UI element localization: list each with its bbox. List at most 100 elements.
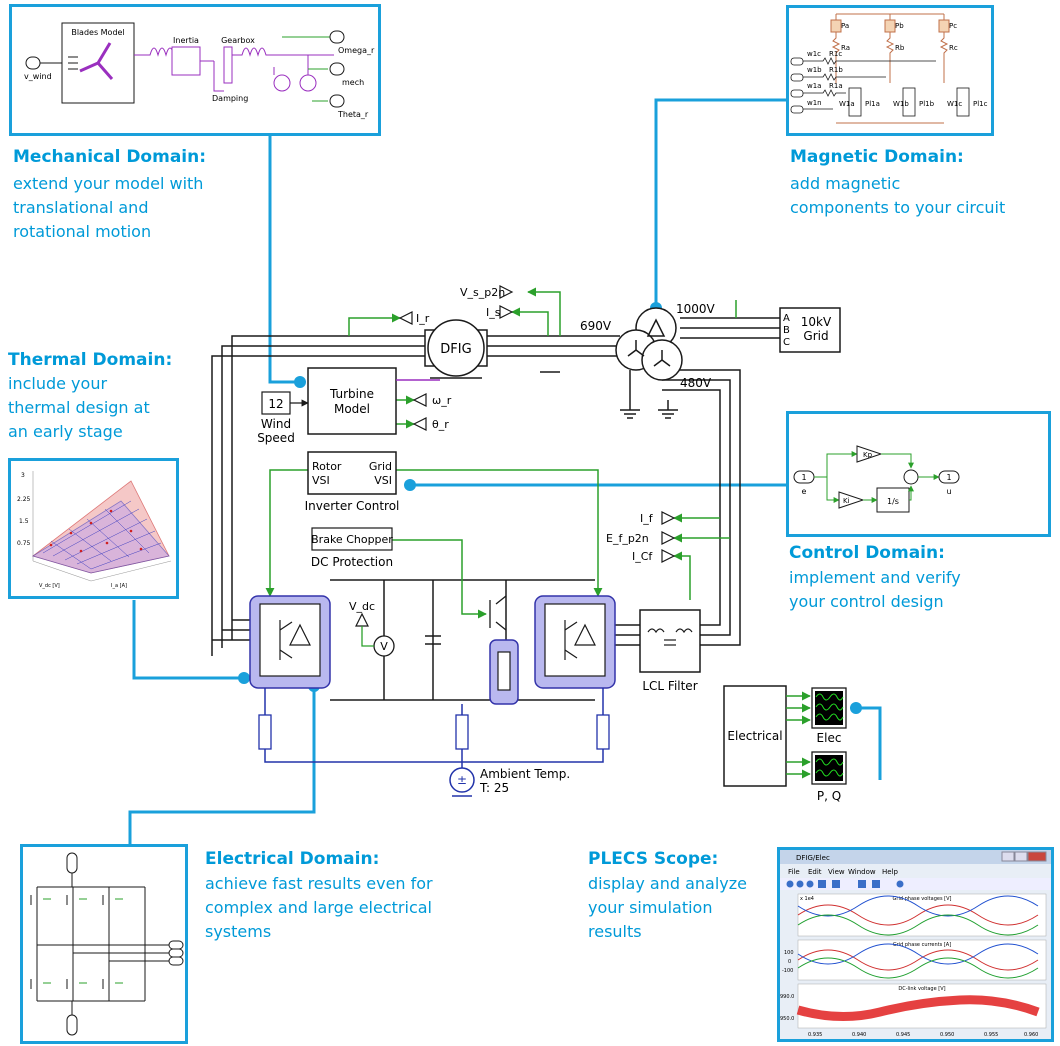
svg-text:θ_r: θ_r	[432, 418, 449, 431]
svg-text:V: V	[380, 640, 388, 653]
pi-controller-schematic: 1 e Kp Ki 1/s 1 u	[793, 445, 960, 513]
lcl-filter: LCL Filter	[639, 609, 701, 693]
thermal-network: ± Ambient Temp. T: 25	[258, 688, 610, 797]
magnetic-connector	[654, 98, 789, 308]
voltage-480-label: 480V	[680, 376, 712, 390]
svg-text:Blades Model: Blades Model	[71, 28, 124, 37]
svg-text:R1c: R1c	[829, 50, 842, 58]
rotor-vsi	[249, 595, 331, 689]
svg-text:12: 12	[268, 397, 283, 411]
svg-text:0.935: 0.935	[808, 1032, 822, 1038]
svg-text:Pl1c: Pl1c	[973, 100, 988, 108]
svg-text:0.75: 0.75	[17, 540, 31, 547]
magnetic-model-schematic: Pa Pb Pc Ra Rb Rc w1c w1b w1a w1n R1c R1…	[790, 13, 988, 124]
three-phase-buses	[211, 317, 780, 701]
svg-text:1: 1	[801, 473, 806, 482]
magnetic-domain-title: Magnetic Domain:	[790, 147, 964, 167]
grid-vsi	[534, 595, 616, 689]
svg-text:Gearbox: Gearbox	[221, 36, 255, 45]
svg-text:DC Protection: DC Protection	[311, 555, 393, 569]
voltage-690-label: 690V	[580, 319, 612, 333]
svg-text:V_dc: V_dc	[349, 600, 375, 613]
svg-text:V_dc [V]: V_dc [V]	[39, 583, 60, 589]
svg-text:0.960: 0.960	[1024, 1032, 1038, 1038]
svg-text:w1n: w1n	[807, 99, 822, 107]
svg-text:Pc: Pc	[949, 22, 957, 30]
domain-connectors	[128, 98, 882, 845]
svg-text:Speed: Speed	[257, 431, 295, 445]
svg-text:Rotor: Rotor	[312, 460, 342, 473]
svg-text:Pa: Pa	[841, 22, 849, 30]
svg-text:Grid: Grid	[369, 460, 392, 473]
svg-text:±: ±	[457, 773, 467, 787]
svg-text:990.0: 990.0	[780, 994, 794, 1000]
svg-text:I_f: I_f	[640, 512, 654, 525]
svg-text:3: 3	[21, 472, 25, 479]
scope-pq[interactable]: P, Q	[811, 751, 847, 803]
svg-text:Edit: Edit	[808, 868, 822, 876]
svg-text:w1c: w1c	[807, 50, 821, 58]
magnetic-domain-description: add magnetic components to your circuit	[790, 174, 1006, 217]
svg-text:Rc: Rc	[949, 44, 958, 52]
svg-text:Brake Chopper: Brake Chopper	[311, 533, 393, 546]
svg-text:R1a: R1a	[829, 82, 843, 90]
svg-text:LCL Filter: LCL Filter	[642, 679, 697, 693]
svg-text:w1a: w1a	[807, 82, 821, 90]
svg-text:Ambient Temp.: Ambient Temp.	[480, 767, 570, 781]
thermal-loss-surface-plot: 3 2.25 1.5 0.75 V_dc [V] I_a [A]	[17, 471, 172, 589]
svg-text:C: C	[783, 337, 790, 348]
svg-text:R1b: R1b	[829, 66, 843, 74]
svg-text:Help: Help	[882, 868, 899, 876]
svg-text:mech: mech	[342, 78, 364, 87]
scope-elec[interactable]: Elec	[811, 687, 847, 745]
svg-text:Rb: Rb	[895, 44, 905, 52]
svg-text:Theta_r: Theta_r	[337, 110, 369, 119]
svg-text:W1b: W1b	[893, 100, 909, 108]
svg-text:Omega_r: Omega_r	[338, 46, 375, 55]
svg-text:Inverter Control: Inverter Control	[305, 499, 400, 513]
scope-window-panel: DFIG/Elec File Edit View Window Help Gri…	[777, 847, 1054, 1042]
electrical-subsystem: Electrical	[723, 685, 811, 787]
svg-text:View: View	[828, 868, 845, 876]
dfig-machine: DFIG	[424, 319, 488, 379]
svg-text:Wind: Wind	[261, 417, 291, 431]
svg-text:Kp: Kp	[863, 451, 873, 459]
svg-text:0: 0	[788, 959, 791, 965]
svg-text:VSI: VSI	[374, 474, 392, 487]
svg-text:Elec: Elec	[817, 731, 842, 745]
electrical-domain-title: Electrical Domain:	[205, 849, 380, 869]
svg-text:I_Cf: I_Cf	[632, 550, 653, 563]
svg-text:W1a: W1a	[839, 100, 855, 108]
ground-symbols	[540, 371, 678, 419]
electrical-domain-panel	[20, 844, 188, 1044]
dfig-label: DFIG	[440, 342, 471, 357]
svg-text:W1c: W1c	[947, 100, 962, 108]
svg-text:0.940: 0.940	[852, 1032, 866, 1038]
mechanical-domain-panel: v_wind Blades Model Inertia Damping Gear…	[9, 4, 381, 136]
svg-text:Grid phase voltages [V]: Grid phase voltages [V]	[893, 896, 952, 902]
transformer	[615, 307, 683, 381]
svg-text:I_s: I_s	[486, 306, 501, 319]
control-domain-description: implement and verify your control design	[789, 568, 961, 611]
svg-text:Inertia: Inertia	[173, 36, 199, 45]
svg-text:1: 1	[946, 473, 951, 482]
dc-capacitor	[425, 635, 441, 645]
magnetic-domain-panel: Pa Pb Pc Ra Rb Rc w1c w1b w1a w1n R1c R1…	[786, 5, 994, 136]
wind-speed-source: 12 Wind Speed	[257, 391, 309, 445]
svg-text:1/s: 1/s	[887, 497, 899, 506]
svg-text:1.5: 1.5	[19, 518, 29, 525]
svg-text:I_a [A]: I_a [A]	[111, 583, 127, 589]
svg-text:V_s_p2n: V_s_p2n	[460, 286, 505, 299]
thermal-domain-title: Thermal Domain:	[8, 350, 173, 370]
svg-text:Window: Window	[848, 868, 876, 876]
svg-text:Pl1a: Pl1a	[865, 100, 880, 108]
svg-text:2.25: 2.25	[17, 496, 31, 503]
svg-text:Turbine: Turbine	[329, 387, 374, 401]
thermal-connector	[132, 600, 244, 680]
scope-description: display and analyze your simulation resu…	[588, 874, 747, 941]
thermal-domain-description: include your thermal design at an early …	[8, 374, 150, 441]
svg-text:0.950: 0.950	[940, 1032, 954, 1038]
electrical-domain-description: achieve fast results even for complex an…	[205, 874, 433, 941]
